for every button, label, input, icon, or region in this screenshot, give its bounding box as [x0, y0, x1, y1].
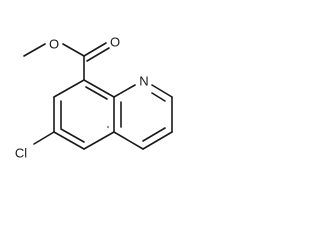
- atom-label-chlorine: Cl: [15, 146, 27, 161]
- atom-label-methyl-oxygen: O: [49, 37, 59, 52]
- bond-c3-c4-inner: [142, 127, 166, 142]
- atom-label-ring-nitrogen: N: [139, 74, 148, 89]
- atom-label-carbonyl-oxygen: O: [110, 35, 120, 50]
- bond-n1-c2-inner: [151, 92, 166, 102]
- atom-labels: O O N Cl: [15, 35, 149, 161]
- benzo-ring: [53, 79, 115, 150]
- chemical-structure-diagram: O O N Cl: [15, 35, 173, 161]
- bond-carbonyl-double-a: [83, 42, 107, 57]
- bond-c4a-c5: [83, 131, 115, 150]
- bond-methyl-oxygen: [23, 43, 46, 57]
- bond-carbonyl-double-b: [86, 47, 110, 62]
- bond-c7-c8: [53, 79, 85, 98]
- bond-oxygen-carbonyl-carbon: [62, 43, 85, 57]
- bond-c6-chlorine: [33, 131, 55, 145]
- bond-c5-c6-inner: [60, 128, 85, 143]
- bond-c8-c8a-inner: [85, 86, 108, 100]
- pyridine-ring: [113, 84, 173, 150]
- bond-c3-c4: [142, 131, 173, 150]
- ester-group: [23, 42, 110, 81]
- bond-n1-c2: [151, 84, 173, 98]
- chloro-substituent: [33, 131, 55, 145]
- bond-c5-c6: [53, 131, 85, 150]
- bond-c4-c4a: [113, 131, 144, 150]
- bond-c8a-n1: [113, 84, 136, 98]
- bond-c8-c8a: [83, 79, 115, 98]
